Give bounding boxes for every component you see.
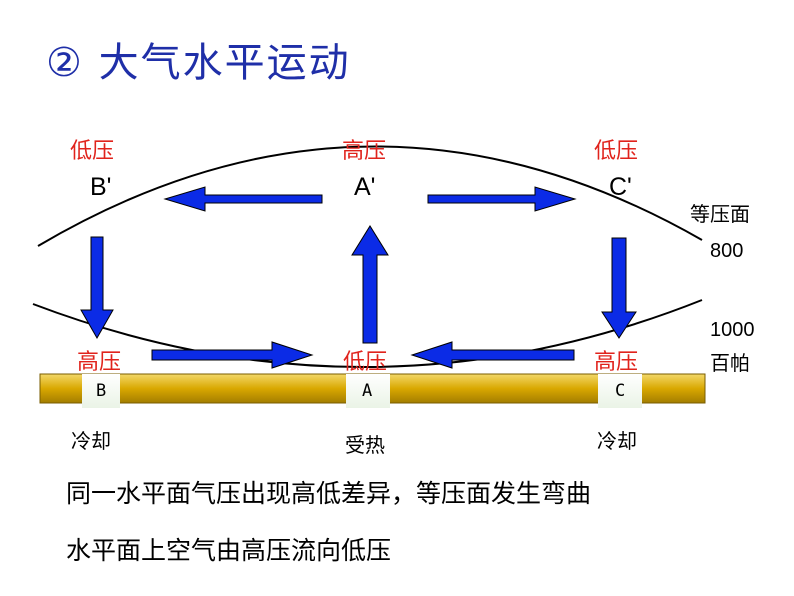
lower-right-pressure: 高压 [594, 350, 639, 375]
upper-point-b: B' [90, 173, 112, 201]
lower-left-pressure: 高压 [77, 350, 122, 375]
arrow-sinking-c [601, 237, 637, 339]
arrow-b-to-a-lower [151, 341, 314, 369]
arrow-sinking-b [80, 236, 114, 340]
ground-left-state: 冷却 [71, 429, 111, 453]
upper-point-c: C' [609, 173, 632, 201]
isobar-upper-value: 800 [710, 240, 744, 262]
page-title: ② 大气水平运动 [46, 40, 351, 86]
arrow-a-to-b-upper [163, 186, 323, 212]
arrow-a-to-c-upper [427, 186, 577, 212]
pressure-unit: 百帕 [710, 351, 750, 375]
ground-center-state: 受热 [345, 433, 385, 457]
isobar-label: 等压面 [690, 202, 750, 226]
upper-point-a: A' [354, 173, 376, 201]
isobar-800 [37, 145, 703, 247]
isobar-1000 [32, 299, 703, 368]
ground-point-b: B [96, 381, 107, 401]
upper-left-pressure: 低压 [70, 139, 115, 164]
ground-point-b-box [82, 374, 120, 408]
ground-point-a: A [362, 381, 373, 401]
ground-point-a-box [346, 374, 390, 408]
upper-right-pressure: 低压 [594, 139, 639, 164]
note-line-1: 同一水平面气压出现高低差异，等压面发生弯曲 [66, 479, 592, 508]
arrow-rising-a [351, 225, 389, 344]
ground-right-state: 冷却 [597, 429, 637, 453]
isobar-lower-value: 1000 [710, 319, 755, 341]
ground-point-c: C [615, 381, 626, 401]
ground-point-c-box [598, 374, 642, 408]
lower-center-pressure: 低压 [343, 350, 388, 375]
arrow-c-to-a-lower [410, 341, 575, 369]
note-line-2: 水平面上空气由高压流向低压 [66, 536, 392, 565]
upper-center-pressure: 高压 [342, 139, 387, 164]
